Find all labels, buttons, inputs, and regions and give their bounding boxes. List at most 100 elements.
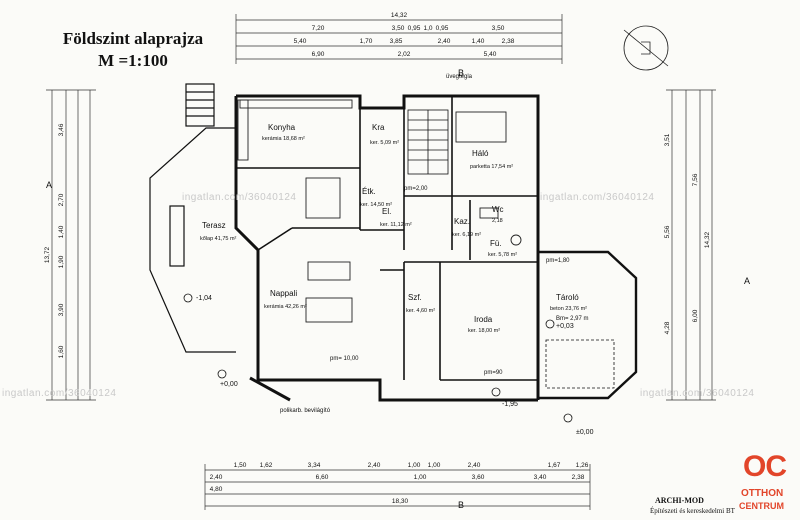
dim-bottom-2-6: 2,38 [572, 474, 585, 481]
logo-line2: CENTRUM [739, 501, 784, 511]
dim-top-2-2: 1,70 [360, 38, 373, 45]
room-floor-konyha: kerámia 18,68 m² [262, 136, 305, 142]
dim-top-3-1: 6,90 [312, 51, 325, 58]
interior-walls [236, 96, 538, 381]
plan-title-line1: Földszint alaprajza [62, 29, 204, 48]
dim-bottom-1-4: 2,40 [368, 462, 381, 469]
dim-bottom-1-8: 1,67 [548, 462, 561, 469]
room-floor-szf: ker. 4,60 m² [406, 308, 435, 314]
staircase [407, 109, 449, 175]
dim-bottom-2-1: 2,40 [210, 474, 223, 481]
label-pm-200: pm=2,00 [404, 186, 428, 192]
dim-bottom-2-2: 6,60 [316, 474, 329, 481]
room-floor-kaz: ker. 6,19 m² [452, 232, 481, 238]
north-arrow [623, 25, 669, 71]
terrace [149, 83, 236, 353]
dim-right-3: 4,28 [664, 321, 671, 334]
room-name-kra: Kra [372, 123, 385, 132]
dim-top-1-6: 3,50 [492, 25, 505, 32]
room-floor-iroda: ker. 18,00 m² [468, 328, 500, 334]
section-marker-a-right: A [744, 276, 750, 286]
furniture [237, 99, 522, 323]
room-floor-nappali: kerámia 42,26 m² [264, 304, 307, 310]
room-name-konyha: Konyha [268, 123, 296, 132]
dim-bottom-3-1: 4,80 [210, 486, 223, 493]
label-pm-180: pm=1,80 [546, 258, 570, 264]
label-pm-90: pm=90 [484, 370, 503, 376]
room-name-szf: Szf. [408, 293, 422, 302]
otthon-centrum-logo: OC OTTHON CENTRUM [733, 430, 799, 520]
plan-scale: M =1:100 [98, 51, 168, 70]
label-policarb: polikarb. bevilágító [280, 408, 331, 414]
dim-left-2: 2,70 [58, 193, 65, 206]
level-marker-3: +0,03 [556, 323, 574, 330]
dim-bottom-1-6: 1,00 [428, 462, 441, 469]
dim-left-5: 3,90 [58, 303, 65, 316]
watermark-4: ingatlan.com/36040124 [640, 388, 755, 399]
dim-right-2: 5,56 [664, 225, 671, 238]
room-floor-tarolo: beton 23,76 m² [550, 306, 587, 312]
dimension-lines [46, 14, 716, 510]
watermark-1: ingatlan.com/36040124 [182, 192, 297, 203]
dim-bottom-1-2: 1,62 [260, 462, 273, 469]
room-name-fu: Fü. [490, 239, 502, 248]
section-marker-b-bottom: B [458, 500, 464, 510]
dim-bottom-1-7: 2,40 [468, 462, 481, 469]
dim-top-2-3: 3,85 [390, 38, 403, 45]
dim-left-3: 1,40 [58, 225, 65, 238]
watermark-2: ingatlan.com/36040124 [540, 192, 655, 203]
room-floor-terasz: kőlap 41,75 m² [200, 236, 237, 242]
room-name-el: El. [382, 207, 391, 216]
watermark-3: ingatlan.com/36040124 [2, 388, 117, 399]
dim-bottom-2-5: 3,40 [534, 474, 547, 481]
room-floor-halo: parketta 17,54 m² [470, 164, 513, 170]
dim-right-4: 7,56 [692, 173, 699, 186]
level-marker-1: +0,00 [220, 381, 238, 388]
room-name-nappali: Nappali [270, 289, 297, 298]
room-floor-etk: ker. 14,50 m² [360, 202, 392, 208]
dim-left-4: 1,90 [58, 255, 65, 268]
dim-right-total: 14,32 [704, 231, 711, 248]
room-name-kaz: Kaz. [454, 217, 470, 226]
label-bm: Bm= 2,97 m [556, 316, 589, 322]
dim-bottom-1-5: 1,00 [408, 462, 421, 469]
section-marker-a-left: A [46, 180, 52, 190]
level-marker-4: -1,95 [502, 401, 518, 408]
dim-right-5: 6,00 [692, 309, 699, 322]
level-marker-5: ±0,00 [576, 429, 594, 436]
dim-left-total: 13,72 [44, 246, 51, 263]
firm-subtitle: Építészeti és kereskedelmi BT [650, 507, 735, 515]
dim-top-1-1: 7,20 [312, 25, 325, 32]
dim-left-6: 1,60 [58, 345, 65, 358]
dim-top-total: 14,32 [391, 12, 408, 19]
logo-line1: OTTHON [741, 488, 784, 499]
storage-outline [538, 250, 638, 400]
room-floor-el: ker. 11,12 m² [380, 222, 412, 228]
logo-mark: OC [743, 450, 787, 483]
room-name-halo: Háló [472, 149, 489, 158]
dim-top-2-4: 2,40 [438, 38, 451, 45]
plan-title: Földszint alaprajza M =1:100 [38, 28, 228, 72]
dim-top-1-2: 3,50 [392, 25, 405, 32]
label-pm-1000: pm= 10,00 [330, 356, 359, 362]
dim-bottom-total: 18,30 [392, 498, 409, 505]
room-name-tarolo: Tároló [556, 293, 579, 302]
firm-name: ARCHI-MOD [655, 496, 704, 505]
label-uvegtegla: üvegtégla [446, 74, 473, 80]
dim-top-3-2: 2,02 [398, 51, 411, 58]
dim-bottom-1-1: 1,50 [234, 462, 247, 469]
dim-top-2-1: 5,40 [294, 38, 307, 45]
dim-top-2-6: 2,38 [502, 38, 515, 45]
room-name-etk: Étk. [362, 187, 376, 196]
room-floor-kra: ker. 5,09 m² [370, 140, 399, 146]
dim-top-1-5: 0,95 [436, 25, 449, 32]
room-name-terasz: Terasz [202, 221, 226, 230]
dim-bottom-2-3: 1,00 [414, 474, 427, 481]
room-floor-wc: 2,18 [492, 218, 503, 224]
section-marker-b-top: B [458, 68, 464, 78]
section-markers: A A B B [46, 68, 750, 510]
dim-right-1: 3,51 [664, 133, 671, 146]
room-floor-fu: ker. 5,78 m² [488, 252, 517, 258]
dim-left-1: 3,46 [58, 123, 65, 136]
